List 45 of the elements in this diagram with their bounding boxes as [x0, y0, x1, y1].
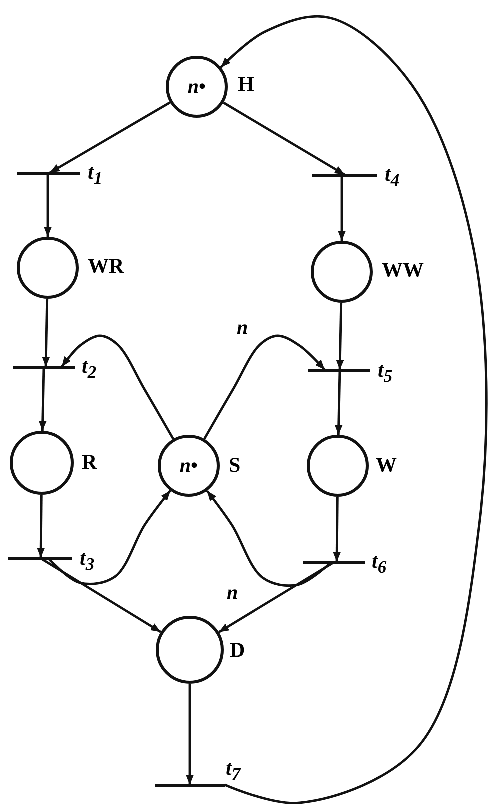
arc-arrow: [37, 494, 46, 558]
place-circle: [307, 435, 369, 497]
place-circle: [10, 431, 74, 495]
arc-arrow: [47, 490, 172, 586]
transition-label: t$_{3}$: [80, 548, 95, 574]
place-circle: [311, 241, 373, 303]
transition-bar: [17, 172, 80, 174]
transition-label: t$_{7}$: [226, 758, 241, 784]
place-circle: [156, 616, 224, 684]
transition-label: t$_{5}$: [378, 360, 393, 386]
arc-arrow: [49, 102, 171, 174]
place-label: WR: [88, 256, 124, 277]
arc-arrow: [38, 366, 47, 432]
arc-arrow: [61, 334, 174, 440]
arc-arrow: [333, 496, 342, 562]
place-circle: [166, 56, 228, 118]
place-label: H: [238, 74, 254, 95]
arc-arrow: [42, 298, 50, 368]
arc-arrow: [336, 302, 344, 370]
transition-label: t$_{2}$: [82, 356, 97, 382]
place-label: WW: [382, 260, 424, 281]
arc-arrow: [220, 16, 488, 804]
transition-bar: [308, 368, 370, 372]
transition-label: t$_{1}$: [88, 162, 103, 188]
place-label: D: [230, 640, 246, 661]
token-count: n•: [180, 454, 198, 478]
place-circle: [17, 237, 79, 299]
place-circle: [158, 435, 220, 497]
arc-arrow: [44, 173, 52, 237]
arc-arrow: [334, 370, 343, 436]
transition-label: t$_{6}$: [372, 551, 387, 577]
arc-arrow: [223, 102, 346, 176]
transition-bar: [155, 784, 225, 786]
transition-bar: [8, 556, 72, 560]
transition-bar: [13, 366, 75, 368]
arc-arrow: [186, 684, 194, 785]
token-count: n•: [188, 76, 206, 98]
arc-arrow: [338, 175, 346, 241]
place-label: W: [376, 455, 397, 476]
place-label: S: [229, 455, 241, 476]
transition-bar: [303, 560, 365, 564]
transition-label: t$_{4}$: [385, 164, 400, 190]
arc-arrow: [204, 334, 326, 440]
place-label: R: [82, 452, 98, 473]
transition-bar: [312, 174, 377, 176]
